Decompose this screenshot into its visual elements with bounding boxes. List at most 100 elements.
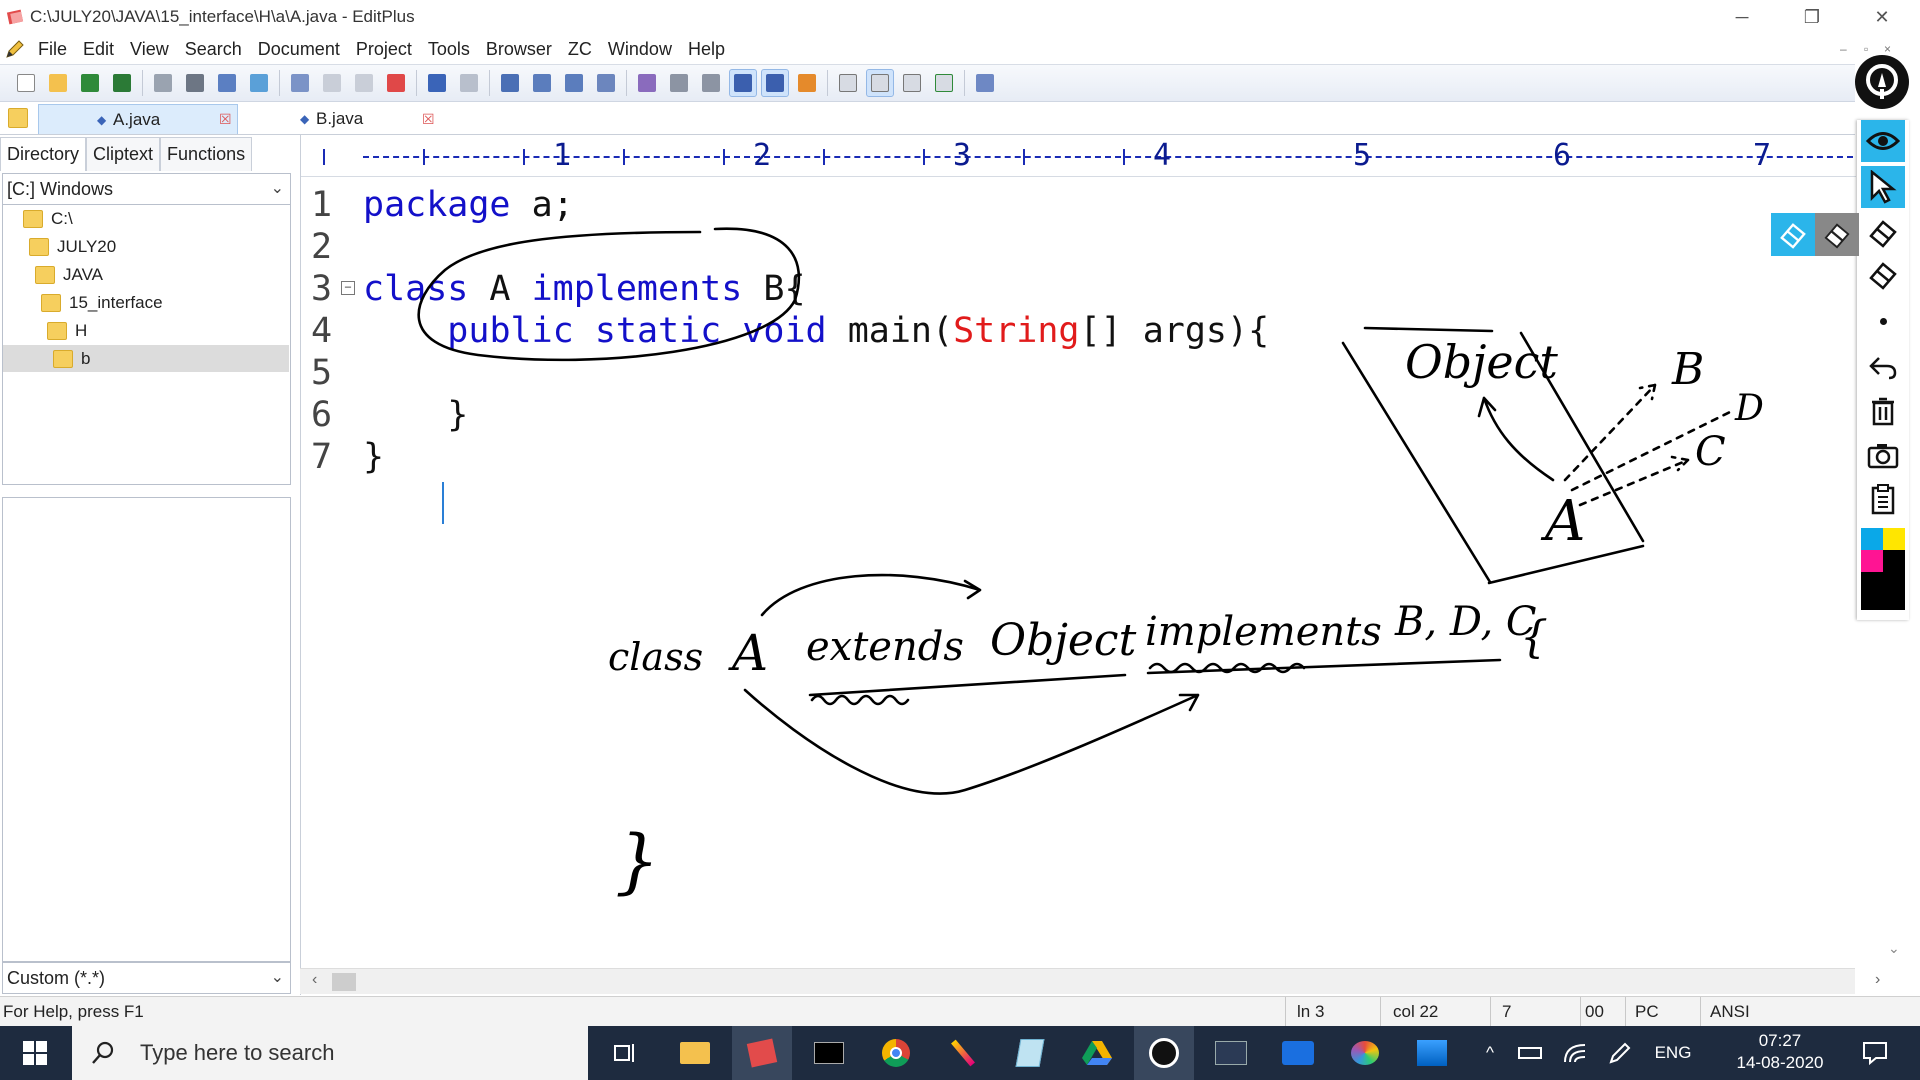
tree-item-15-interface[interactable]: 15_interface [3, 289, 289, 316]
tab-b-java[interactable]: ◆ B.java ☒ [242, 104, 442, 134]
help-button[interactable] [971, 69, 999, 97]
undo-annotation-button[interactable] [1861, 346, 1905, 388]
tree-item-b[interactable]: b [3, 345, 289, 372]
menu-search[interactable]: Search [184, 38, 242, 59]
file-list[interactable] [2, 497, 291, 962]
taskbar-app-wand[interactable] [933, 1026, 993, 1080]
taskbar-annotation-app[interactable] [1134, 1026, 1194, 1080]
window-list-button[interactable] [834, 69, 862, 97]
spell-check-button[interactable] [213, 69, 241, 97]
taskbar-mysql[interactable] [1201, 1026, 1261, 1080]
new-file-button[interactable] [12, 69, 40, 97]
taskbar-file-explorer[interactable] [665, 1026, 725, 1080]
tab-close-button[interactable]: ☒ [422, 110, 435, 127]
cut-button[interactable] [286, 69, 314, 97]
tree-item-h[interactable]: H [3, 317, 289, 344]
close-button[interactable]: ✕ [1852, 0, 1912, 34]
battery-indicator[interactable] [1510, 1026, 1550, 1080]
horizontal-scrollbar[interactable]: ‹ › [300, 968, 1880, 994]
menu-project[interactable]: Project [355, 38, 412, 59]
save-button[interactable] [76, 69, 104, 97]
tab-functions[interactable]: Functions [160, 137, 253, 171]
taskbar-photos[interactable] [1402, 1026, 1462, 1080]
menu-file[interactable]: File [38, 38, 68, 59]
copy-button[interactable] [318, 69, 346, 97]
taskbar-editplus[interactable] [732, 1026, 792, 1080]
taskbar-paint[interactable] [1335, 1026, 1395, 1080]
clear-all-button[interactable] [1861, 390, 1905, 432]
pointer-tool-button[interactable] [1861, 166, 1905, 208]
start-button[interactable] [0, 1026, 70, 1080]
clear-eraser-button[interactable] [1861, 254, 1905, 296]
replace-button[interactable] [528, 69, 556, 97]
menu-zc[interactable]: ZC [567, 38, 592, 59]
refresh-button[interactable] [245, 69, 273, 97]
tab-a-java[interactable]: ◆ A.java ☒ [38, 104, 238, 134]
menu-browser[interactable]: Browser [485, 38, 552, 59]
annotation-app-logo[interactable] [1855, 55, 1909, 109]
toggle-visibility-button[interactable] [1861, 120, 1905, 162]
color-swatch-magenta[interactable] [1861, 550, 1883, 572]
show-hidden-icons-button[interactable]: ^ [1475, 1026, 1505, 1080]
taskbar-clock[interactable]: 07:27 14-08-2020 [1720, 1026, 1840, 1080]
language-indicator[interactable]: ENG [1648, 1026, 1698, 1080]
output-window-button[interactable] [898, 69, 926, 97]
print-button[interactable] [181, 69, 209, 97]
find-button[interactable] [496, 69, 524, 97]
status-encoding[interactable]: ANSI [1710, 1002, 1750, 1021]
scroll-right-icon[interactable]: › [1875, 971, 1881, 988]
taskbar-app-wave[interactable] [1268, 1026, 1328, 1080]
print-preview-button[interactable] [149, 69, 177, 97]
open-button[interactable] [44, 69, 72, 97]
fold-toggle-icon[interactable]: − [341, 281, 355, 295]
taskbar-command-prompt[interactable] [799, 1026, 859, 1080]
taskbar-search-box[interactable]: Type here to search [72, 1026, 588, 1080]
eraser-option-large[interactable] [1815, 213, 1859, 256]
tree-item-july20[interactable]: JULY20 [3, 233, 289, 260]
selected-color-black[interactable] [1861, 572, 1905, 610]
task-view-button[interactable] [595, 1026, 655, 1080]
status-line-ending[interactable]: PC [1635, 1002, 1659, 1021]
mdi-restore-button[interactable]: ▫ [1864, 42, 1869, 56]
taskbar-chrome[interactable] [866, 1026, 926, 1080]
menu-window[interactable]: Window [607, 38, 672, 59]
menu-view[interactable]: View [130, 38, 169, 59]
tab-cliptext[interactable]: Cliptext [86, 137, 161, 171]
color-swatch-yellow[interactable] [1883, 528, 1905, 550]
scroll-down-icon[interactable]: ⌄ [1888, 940, 1900, 956]
check-button[interactable] [793, 69, 821, 97]
tree-item-java[interactable]: JAVA [3, 261, 289, 288]
font-button[interactable] [633, 69, 661, 97]
menu-tools[interactable]: Tools [427, 38, 470, 59]
eraser-option-small[interactable] [1771, 213, 1815, 256]
minimize-button[interactable]: ─ [1712, 0, 1772, 34]
mdi-close-button[interactable]: × [1884, 42, 1892, 56]
paste-button[interactable] [350, 69, 378, 97]
clipboard-button[interactable] [1861, 478, 1905, 520]
taskbar-google-drive[interactable] [1067, 1026, 1127, 1080]
fullscreen-button[interactable] [930, 69, 958, 97]
word-wrap-button[interactable] [697, 69, 725, 97]
drive-select[interactable]: [C:] Windows ⌄ [2, 173, 291, 205]
restore-button[interactable]: ❐ [1782, 0, 1842, 34]
line-number-button[interactable] [761, 69, 789, 97]
scroll-left-icon[interactable]: ‹ [312, 971, 318, 988]
ruler-button[interactable] [729, 69, 757, 97]
color-swatch-cyan[interactable] [1861, 528, 1883, 550]
tab-directory[interactable]: Directory [0, 137, 87, 171]
tree-item-c-root[interactable]: C:\ [3, 205, 289, 232]
directory-window-button[interactable] [866, 69, 894, 97]
notifications-button[interactable] [1850, 1026, 1900, 1080]
menu-help[interactable]: Help [687, 38, 725, 59]
eraser-tool-button[interactable] [1861, 212, 1905, 254]
scroll-thumb[interactable] [332, 973, 356, 991]
hex-button[interactable] [665, 69, 693, 97]
redo-button[interactable] [455, 69, 483, 97]
find-in-files-button[interactable] [560, 69, 588, 97]
network-indicator[interactable] [1555, 1026, 1595, 1080]
vertical-scrollbar[interactable]: ⌄ [1880, 135, 1906, 968]
goto-button[interactable] [592, 69, 620, 97]
pen-size-button[interactable] [1861, 300, 1905, 342]
pen-workspace-button[interactable] [1600, 1026, 1640, 1080]
